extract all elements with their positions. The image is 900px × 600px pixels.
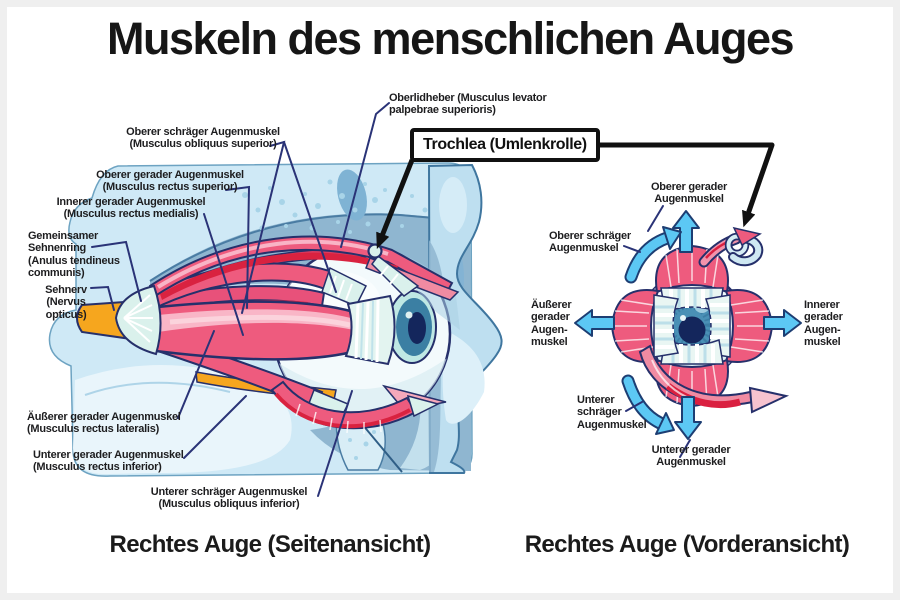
label-front-rectus-superior: Oberer gerader Augenmuskel	[651, 181, 727, 206]
trochlea-callout-box: Trochlea (Umlenkrolle)	[410, 128, 600, 162]
caption-side-view: Rechtes Auge (Seitenansicht)	[109, 531, 431, 558]
label-front-rectus-medialis: Innerer gerader Augen- muskel	[804, 299, 843, 348]
label-obliquus-inferior: Unterer schräger Augenmuskel (Musculus o…	[150, 486, 308, 511]
pupil-front	[678, 316, 706, 344]
page-title: Muskeln des menschlichen Auges	[106, 13, 795, 64]
label-rectus-lateralis: Äußerer gerader Augenmuskel (Musculus re…	[27, 411, 181, 436]
label-nervus-opticus: Sehnerv (Nervus opticus)	[45, 284, 87, 321]
label-rectus-medialis: Innerer gerader Augenmuskel (Musculus re…	[56, 196, 206, 221]
label-front-rectus-inferior: Unterer gerader Augenmuskel	[651, 444, 731, 469]
curved-arrow-inferior-oblique	[621, 374, 675, 435]
label-rectus-inferior: Unterer gerader Augenmuskel (Musculus re…	[33, 449, 184, 474]
eye-muscles-side	[76, 235, 460, 434]
curved-arrow-superior-oblique	[624, 226, 682, 284]
label-front-obliquus-inferior: Unterer schräger Augenmuskel	[577, 394, 647, 431]
arrow-right	[763, 309, 802, 337]
label-front-obliquus-superior: Oberer schräger Augenmuskel	[549, 230, 631, 255]
caption-front-view: Rechtes Auge (Vorderansicht)	[524, 531, 850, 558]
direction-arrows	[574, 210, 802, 440]
label-obliquus-superior: Oberer schräger Augenmuskel (Musculus ob…	[126, 126, 280, 151]
anulus-tendineus	[114, 284, 162, 356]
label-anulus-tendineus: Gemeinsamer Sehnenring (Anulus tendineus…	[28, 230, 120, 279]
pupil-side	[408, 312, 426, 344]
side-view-illustration	[48, 162, 503, 477]
label-front-rectus-lateralis: Äußerer gerader Augen- muskel	[531, 299, 572, 348]
label-rectus-superior: Oberer gerader Augenmuskel (Musculus rec…	[96, 169, 244, 194]
arrow-left	[574, 309, 615, 337]
leader-lines	[90, 102, 691, 497]
front-view-illustration	[574, 210, 802, 440]
superior-oblique-trochlea-front	[698, 226, 764, 268]
arrow-up	[672, 210, 700, 253]
label-levator-palpebrae: Oberlidheber (Musculus levator palpebrae…	[389, 92, 547, 117]
arrow-down	[674, 396, 702, 440]
trochlea-pointer-arrows	[376, 142, 775, 250]
trochlea-side	[367, 243, 383, 259]
